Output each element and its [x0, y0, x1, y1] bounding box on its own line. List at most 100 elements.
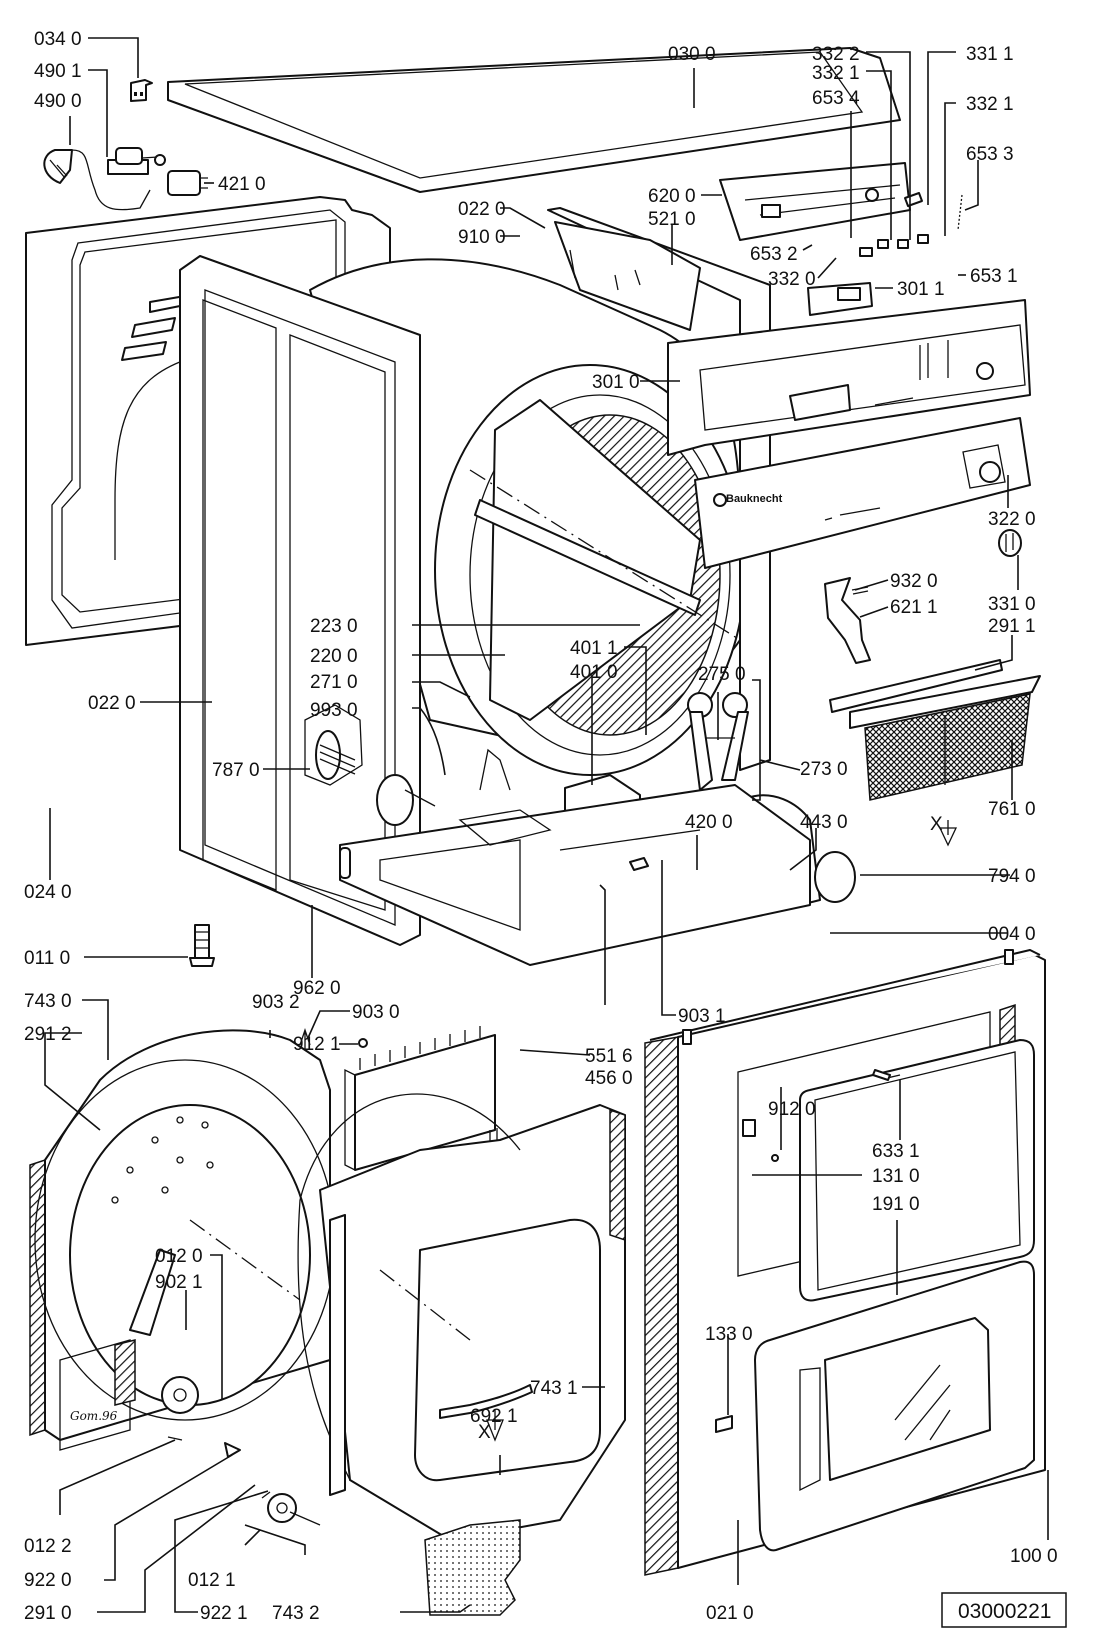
callout-label: 275 0	[698, 664, 746, 685]
callout-label: 761 0	[988, 799, 1036, 820]
heater-element	[344, 1026, 498, 1171]
callout-label: 004 0	[988, 924, 1036, 945]
callout-label: 743 1	[530, 1378, 578, 1399]
callout-label: 133 0	[705, 1324, 753, 1345]
callout-label: 332 1	[966, 94, 1014, 115]
callout-label: 011 0	[24, 948, 70, 969]
callout-label: 653 1	[970, 266, 1018, 287]
callout-label: 743 0	[24, 991, 72, 1012]
callout-label: 912 0	[768, 1099, 816, 1120]
control-knob	[998, 529, 1022, 557]
callout-label: 903 2	[252, 992, 300, 1013]
callout-label: 022 0	[458, 199, 506, 220]
rear-drum-shield: Gom.96	[29, 1029, 336, 1451]
connector-plug	[167, 170, 208, 196]
adjustable-foot	[189, 924, 215, 967]
callout-label: 022 0	[88, 693, 136, 714]
callout-label: 521 0	[648, 209, 696, 230]
callout-label: 331 1	[966, 44, 1014, 65]
callout-label: 273 0	[800, 759, 848, 780]
door	[754, 1260, 1035, 1552]
callout-label: 743 2	[272, 1603, 320, 1624]
callout-label: 021 0	[706, 1603, 754, 1624]
callout-label: 131 0	[872, 1166, 920, 1187]
callout-label: 621 1	[890, 597, 938, 618]
side-panel	[179, 255, 421, 946]
callout-label: 220 0	[310, 646, 358, 667]
callout-label: 401 0	[570, 662, 618, 683]
callout-label: 692 1	[470, 1406, 518, 1427]
callout-label: 932 0	[890, 571, 938, 592]
callout-label: 902 1	[155, 1272, 203, 1293]
callout-label: 962 0	[293, 978, 341, 999]
fascia-panel: Bauknecht	[694, 417, 1031, 569]
callout-label: 443 0	[800, 812, 848, 833]
callout-label: 653 2	[750, 244, 798, 265]
electronics-board	[719, 162, 911, 241]
callout-label: 331 0	[988, 594, 1036, 615]
callout-label: 401 1	[570, 638, 618, 659]
callout-label: 633 1	[872, 1141, 920, 1162]
leader-lines	[44, 37, 1049, 1613]
filter-bracket	[829, 659, 1003, 713]
support-rollers	[167, 1436, 321, 1526]
callout-label: 421 0	[218, 174, 266, 195]
callout-label: 456 0	[585, 1068, 633, 1089]
callout-label: 030 0	[668, 44, 716, 65]
hose-spring	[304, 704, 363, 786]
display-bezel	[807, 282, 873, 316]
callout-label: 223 0	[310, 616, 358, 637]
airflow-marker-shield: X	[478, 1422, 491, 1443]
gasket-ring	[814, 851, 856, 903]
small-components	[859, 192, 963, 257]
reference-number-box: 03000221	[941, 1592, 1067, 1628]
callout-label: 490 0	[34, 91, 82, 112]
callout-label: 922 0	[24, 1570, 72, 1591]
callout-label: 291 2	[24, 1024, 72, 1045]
reference-number: 03000221	[958, 1600, 1051, 1623]
panel-signature: Gom.96	[70, 1409, 118, 1423]
callout-label: 301 0	[592, 372, 640, 393]
callout-label: 903 0	[352, 1002, 400, 1023]
door-catch	[824, 577, 871, 664]
motor-clip	[479, 748, 511, 791]
callout-label: 794 0	[988, 866, 1036, 887]
callout-label: 420 0	[685, 812, 733, 833]
callout-label: 620 0	[648, 186, 696, 207]
power-cord	[43, 149, 151, 211]
callout-label: 100 0	[1010, 1546, 1058, 1567]
front-bearing-shield	[297, 1093, 626, 1616]
callout-label: 490 1	[34, 61, 82, 82]
callout-label: 012 2	[24, 1536, 72, 1557]
callout-label: 653 4	[812, 88, 860, 109]
callout-label: 787 0	[212, 760, 260, 781]
callout-label: 012 1	[188, 1570, 236, 1591]
callout-label: 922 1	[200, 1603, 248, 1624]
callout-label: 291 1	[988, 616, 1036, 637]
callout-label: 191 0	[872, 1194, 920, 1215]
lint-filter	[849, 675, 1041, 847]
mains-filter	[107, 147, 166, 175]
airflow-marker-filter: X	[930, 814, 943, 835]
callout-label: 012 0	[155, 1246, 203, 1267]
callout-label: 993 0	[310, 700, 358, 721]
callout-label: 024 0	[24, 882, 72, 903]
clip-part	[130, 79, 153, 102]
callout-label: 332 2	[812, 44, 860, 65]
callout-label: 034 0	[34, 29, 82, 50]
control-panel	[667, 299, 1031, 456]
callout-label: 910 0	[458, 227, 506, 248]
callout-label: 912 1	[293, 1034, 341, 1055]
callout-labels: 034 0 490 1 490 0 421 0 030 0 332 2 332 …	[24, 29, 1058, 1624]
brand-logo: Bauknecht	[726, 493, 783, 505]
callout-label: 301 1	[897, 279, 945, 300]
top-cover	[167, 47, 901, 193]
callout-label: 322 0	[988, 509, 1036, 530]
exhaust-pipe	[376, 774, 436, 826]
callout-label: 903 1	[678, 1006, 726, 1027]
callout-label: 332 1	[812, 63, 860, 84]
callout-label: 653 3	[966, 144, 1014, 165]
callout-label: 551 6	[585, 1046, 633, 1067]
tension-arm	[687, 692, 749, 791]
